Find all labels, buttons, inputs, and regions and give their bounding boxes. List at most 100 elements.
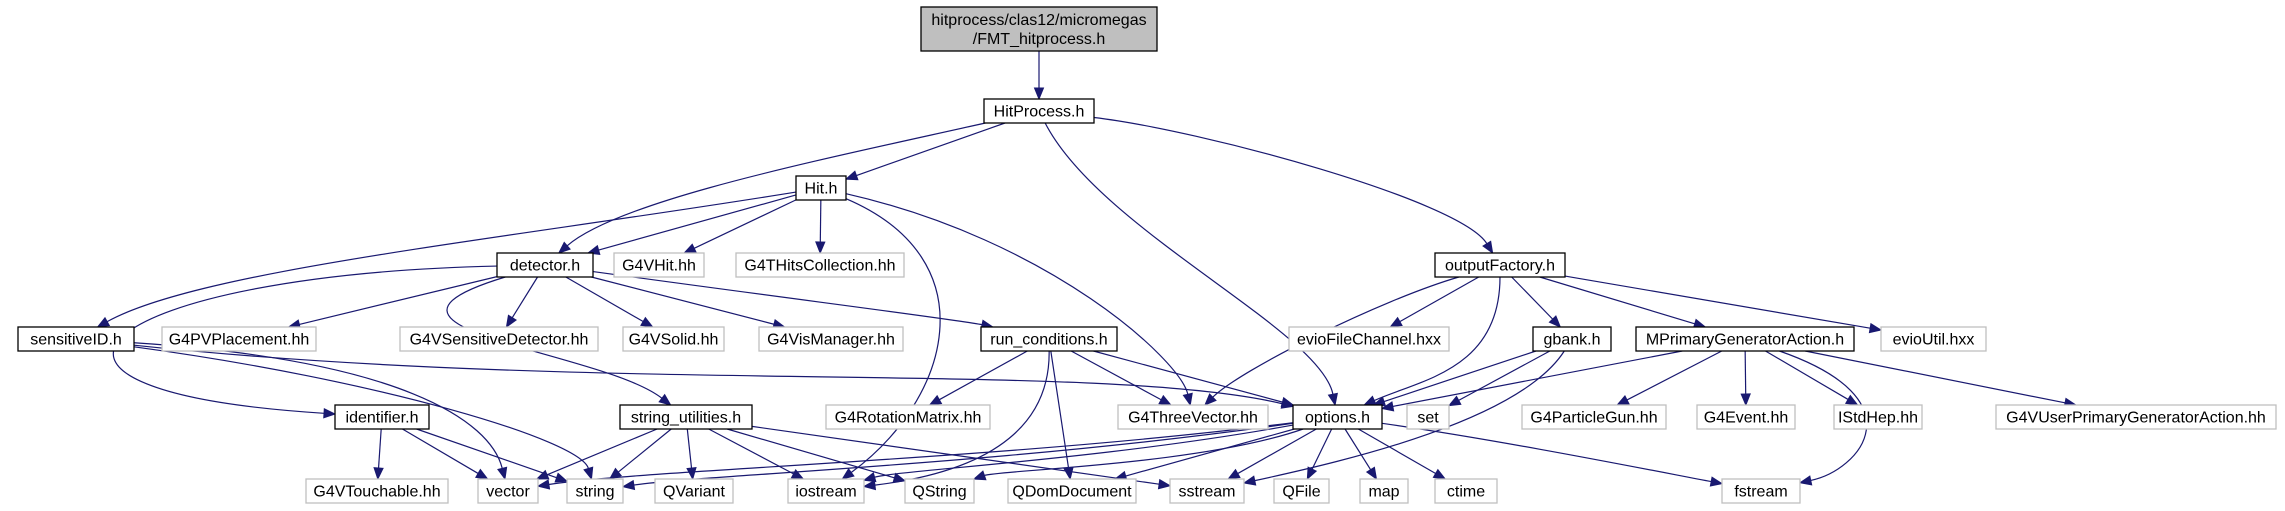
node-options[interactable]: options.h	[1292, 404, 1383, 430]
edge-outputfactory-to-eviofilechannel	[1389, 276, 1480, 328]
edge-line	[1779, 350, 1868, 482]
edge-line	[1093, 350, 1283, 403]
node-label: G4VSensitiveDetector.hh	[410, 332, 589, 349]
edge-line	[1125, 428, 1295, 477]
node-hit[interactable]: Hit.h	[795, 175, 847, 201]
node-eviofilechannel: evioFileChannel.hxx	[1288, 326, 1450, 352]
edge-identifier-to-g4vtouchable	[373, 428, 384, 481]
edge-line	[1381, 422, 1712, 483]
edge-mprimary-to-options	[1380, 350, 1683, 412]
arrowhead-icon	[1033, 87, 1045, 101]
edge-line	[1311, 428, 1333, 470]
edge-detector-to-g4pvplacement	[287, 276, 498, 330]
edge-line	[708, 428, 794, 475]
edge-hitprocess-to-detector	[557, 122, 986, 254]
node-g4event: G4Event.hh	[1696, 404, 1796, 430]
edge-line	[856, 122, 1006, 177]
node-box	[980, 326, 1118, 352]
node-set: set	[1406, 404, 1450, 430]
arrowhead-icon	[1740, 393, 1751, 407]
edge-sensitiveid-to-vector	[133, 342, 508, 481]
node-label: G4VisManager.hh	[767, 332, 895, 349]
node-label: MPrimaryGeneratorAction.h	[1646, 332, 1844, 349]
edge-options-to-qdomdocument	[1113, 428, 1295, 481]
node-hitprocess[interactable]: HitProcess.h	[983, 98, 1095, 124]
node-box	[613, 252, 705, 278]
node-gbank[interactable]: gbank.h	[1532, 326, 1612, 352]
node-label: sstream	[1179, 484, 1236, 501]
node-sensitiveid[interactable]: sensitiveID.h	[17, 326, 135, 352]
node-label: G4Event.hh	[1704, 410, 1789, 427]
edge-hit-to-iostream	[841, 198, 941, 480]
edge-detector-to-g4vsensitivedetector	[505, 276, 539, 329]
edge-stringutilities-to-sstream	[751, 425, 1172, 490]
node-label: G4ParticleGun.hh	[1530, 410, 1657, 427]
arrowhead-icon	[1182, 392, 1193, 407]
node-box	[1288, 326, 1450, 352]
edge-line	[1399, 276, 1480, 323]
edge-line	[1564, 275, 1871, 329]
node-g4vuserprimary: G4VUserPrimaryGeneratorAction.hh	[1995, 404, 2277, 430]
node-root[interactable]: hitprocess/clas12/micromegas/FMT_hitproc…	[920, 6, 1158, 52]
node-outputfactory[interactable]: outputFactory.h	[1434, 252, 1566, 278]
node-string: string	[566, 478, 624, 504]
edge-line	[106, 191, 797, 323]
edge-hit-to-g4vhit	[683, 199, 797, 254]
edge-line	[1539, 276, 1695, 325]
arrowhead-icon	[536, 479, 551, 490]
edge-stringutilities-to-vector	[535, 428, 658, 480]
node-box	[825, 404, 991, 430]
node-label: gbank.h	[1544, 332, 1601, 349]
node-g4thitscollection: G4THitsCollection.hh	[735, 252, 905, 278]
node-box	[1521, 404, 1667, 430]
edge-line	[133, 344, 1283, 405]
node-fstream: fstream	[1721, 478, 1801, 504]
node-label: string	[575, 484, 614, 501]
edge-line	[402, 428, 479, 474]
node-label: QString	[912, 484, 966, 501]
edge-line	[617, 428, 672, 473]
node-box	[1359, 478, 1409, 504]
edge-mprimary-to-g4particlegun	[1616, 350, 1723, 406]
node-stringutilities[interactable]: string_utilities.h	[619, 404, 753, 430]
edge-line	[598, 194, 797, 251]
edge-hit-to-sensitiveid	[96, 191, 797, 328]
node-g4rotationmatrix: G4RotationMatrix.hh	[825, 404, 991, 430]
arrowhead-icon	[1447, 395, 1462, 407]
node-iostream: iostream	[787, 478, 865, 504]
arrowhead-icon	[1548, 315, 1562, 328]
node-label: HitProcess.h	[994, 104, 1085, 121]
node-label: G4RotationMatrix.hh	[835, 410, 982, 427]
node-label: vector	[486, 484, 530, 501]
node-box	[496, 252, 594, 278]
node-identifier[interactable]: identifier.h	[334, 404, 430, 430]
node-label: G4VSolid.hh	[629, 332, 719, 349]
node-qdomdocument: QDomDocument	[1007, 478, 1137, 504]
edge-runconditions-to-g4rotationmatrix	[928, 350, 1028, 406]
node-box	[758, 326, 904, 352]
node-g4vtouchable: G4VTouchable.hh	[305, 478, 449, 504]
node-label: ctime	[1447, 484, 1485, 501]
node-box	[1635, 326, 1855, 352]
node-mprimary[interactable]: MPrimaryGeneratorAction.h	[1635, 326, 1855, 352]
arrowhead-icon	[621, 479, 636, 491]
node-detector[interactable]: detector.h	[496, 252, 594, 278]
arrowhead-icon	[1432, 468, 1447, 480]
edge-hitprocess-to-hit	[844, 122, 1006, 181]
node-vector: vector	[477, 478, 539, 504]
arrowhead-icon	[474, 468, 489, 480]
edge-line	[1511, 276, 1554, 320]
node-box	[1434, 252, 1566, 278]
node-g4vismanager: G4VisManager.hh	[758, 326, 904, 352]
edge-runconditions-to-g4threevector	[1070, 350, 1173, 406]
edge-runconditions-to-options	[1093, 350, 1295, 408]
arrowhead-icon	[1482, 240, 1494, 255]
node-box	[787, 478, 865, 504]
arrowhead-icon	[683, 243, 697, 254]
edge-gbank-to-sstream	[1242, 350, 1565, 486]
node-g4vhit: G4VHit.hh	[613, 252, 705, 278]
arrowhead-icon	[928, 394, 943, 406]
arrowhead-icon	[862, 479, 877, 491]
arrowhead-icon	[497, 466, 508, 481]
node-runconditions[interactable]: run_conditions.h	[980, 326, 1118, 352]
